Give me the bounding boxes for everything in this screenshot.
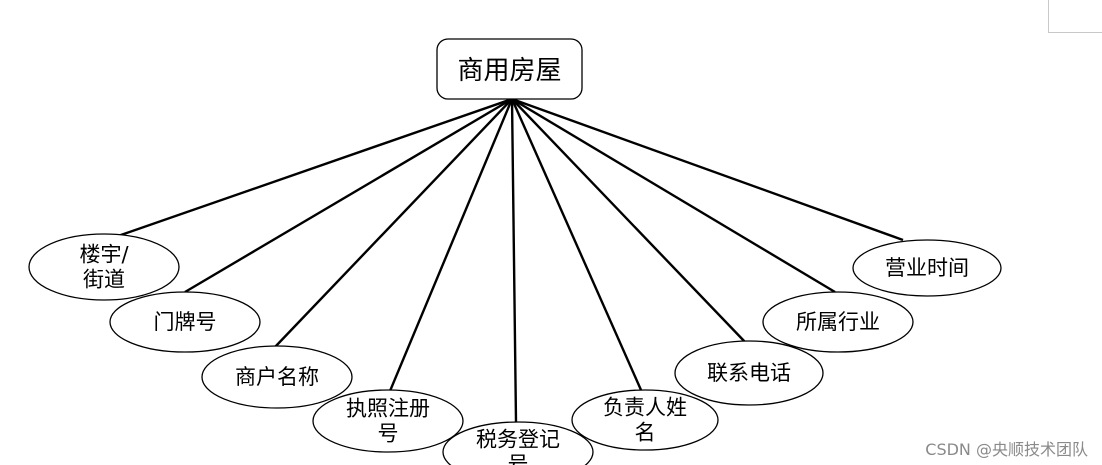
edges bbox=[117, 97, 904, 423]
attribute-label-license-number-line-1: 执照注册 bbox=[346, 397, 430, 421]
edge-building-street bbox=[117, 97, 513, 238]
edge-license-number bbox=[388, 98, 514, 392]
attribute-building-street: 楼宇/街道 bbox=[28, 233, 180, 301]
attribute-label-industry-line-1: 所属行业 bbox=[796, 310, 880, 334]
attribute-nodes: 楼宇/街道门牌号商户名称执照注册号税务登记号负责人姓名联系电话所属行业营业时间 bbox=[28, 233, 1002, 465]
attribute-ellipse-door-number bbox=[109, 291, 261, 353]
edge-person-in-charge bbox=[510, 98, 643, 391]
attribute-label-business-hours-line-1: 营业时间 bbox=[885, 256, 969, 280]
attribute-label-merchant-name-line-1: 商户名称 bbox=[235, 365, 319, 389]
entity-box bbox=[436, 38, 583, 100]
edge-phone bbox=[511, 98, 747, 344]
edge-tax-registration bbox=[510, 98, 518, 423]
edge-business-hours bbox=[511, 97, 904, 242]
attribute-label-person-in-charge-line-2: 名 bbox=[635, 421, 656, 445]
edge-door-number bbox=[184, 97, 513, 294]
attribute-label-building-street-line-2: 街道 bbox=[83, 268, 125, 292]
entity-label: 商用房屋 bbox=[457, 56, 561, 86]
attribute-ellipse-industry bbox=[762, 291, 914, 353]
attribute-ellipse-license-number bbox=[312, 389, 464, 453]
attribute-ellipse-person-in-charge bbox=[571, 389, 719, 451]
attribute-label-person-in-charge-line-1: 负责人姓 bbox=[603, 396, 687, 420]
page-corner-mark bbox=[1048, 0, 1102, 33]
attribute-business-hours: 营业时间 bbox=[852, 239, 1002, 297]
attribute-industry: 所属行业 bbox=[762, 291, 914, 353]
entity-node: 商用房屋 bbox=[436, 38, 583, 100]
edge-merchant-name bbox=[274, 98, 513, 348]
attribute-label-door-number-line-1: 门牌号 bbox=[154, 310, 217, 334]
attribute-phone: 联系电话 bbox=[674, 340, 824, 406]
edge-industry bbox=[511, 97, 836, 294]
attribute-label-tax-registration-line-2: 号 bbox=[508, 453, 529, 465]
attribute-ellipse-tax-registration bbox=[442, 421, 594, 465]
attribute-label-license-number-line-2: 号 bbox=[378, 422, 399, 446]
attribute-ellipse-phone bbox=[674, 340, 824, 406]
attribute-label-building-street-line-1: 楼宇/ bbox=[79, 243, 129, 267]
attribute-ellipse-building-street bbox=[28, 233, 180, 301]
attribute-ellipse-merchant-name bbox=[201, 345, 353, 409]
attribute-label-phone-line-1: 联系电话 bbox=[707, 361, 791, 385]
attribute-label-tax-registration-line-1: 税务登记 bbox=[476, 428, 560, 452]
attribute-merchant-name: 商户名称 bbox=[201, 345, 353, 409]
watermark: CSDN @央顺技术团队 bbox=[925, 440, 1088, 459]
attribute-ellipse-business-hours bbox=[852, 239, 1002, 297]
attribute-door-number: 门牌号 bbox=[109, 291, 261, 353]
